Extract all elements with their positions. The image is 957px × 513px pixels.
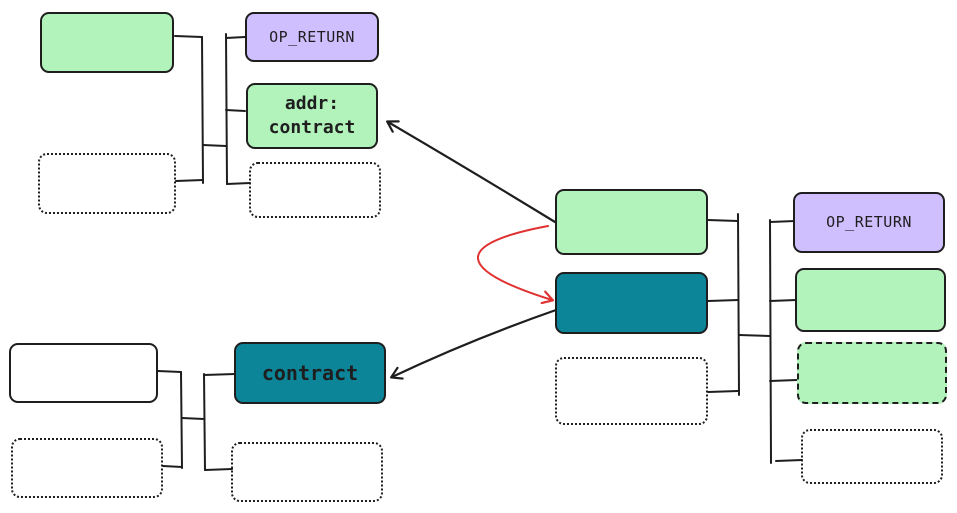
- tx-right-input-link-3: [707, 390, 739, 393]
- tx-right-output-empty: [801, 429, 943, 484]
- tx-right-connectors: [707, 213, 803, 464]
- tx-right-output-link-2: [769, 299, 797, 302]
- tx-top-left-output-link-2: [225, 109, 246, 112]
- tx-top-left-output-addr-contract: addr: contract: [246, 83, 378, 149]
- tx-bottom-left-connectors: [157, 370, 236, 471]
- tx-bottom-left-input-1: [9, 343, 158, 403]
- tx-top-left-output-link-3: [226, 182, 251, 185]
- tx-right-output-3: [797, 342, 947, 404]
- tx-top-left-output-empty: [249, 162, 381, 218]
- tx-right-input-2: [555, 272, 708, 334]
- tx-top-left-output-link-1: [225, 36, 246, 39]
- tx-bottom-left-output-link-2: [204, 468, 233, 471]
- tx-right-bridge: [738, 334, 771, 337]
- tx-bottom-left-input-link-2: [162, 465, 183, 468]
- tx-top-left-output-op-return: OP_RETURN: [245, 12, 379, 62]
- contract-label: contract: [261, 360, 359, 385]
- tx-right-output-2: [795, 268, 946, 332]
- op-return-label: OP_RETURN: [269, 27, 355, 46]
- tx-bottom-left-output-contract: contract: [234, 342, 386, 404]
- tx-bottom-left-input-link-1: [157, 370, 182, 373]
- tx-right-trunk-left: [737, 213, 740, 396]
- tx-right-output-link-3: [769, 379, 798, 382]
- tx-top-left-connectors: [174, 33, 251, 185]
- tx-bottom-left-bridge: [181, 417, 205, 420]
- tx-right-input-link-2: [707, 299, 739, 302]
- tx-right-input-1: [555, 189, 708, 255]
- tx-right-output-link-4: [775, 459, 803, 462]
- arrow-red-link: [477, 225, 552, 300]
- tx-top-left-input-link-2: [175, 179, 204, 182]
- tx-bottom-left-output-link-1: [203, 373, 236, 376]
- tx-bottom-left-input-2: [11, 438, 163, 498]
- tx-top-left-input-link-1: [174, 35, 203, 38]
- tx-bottom-left-trunk-left: [180, 371, 183, 469]
- tx-right-output-link-1: [769, 220, 796, 223]
- arrow-spends-addr-contract: [388, 122, 557, 224]
- tx-right-input-link-1: [707, 219, 739, 222]
- tx-right-output-op-return: OP_RETURN: [793, 192, 945, 253]
- op-return-label: OP_RETURN: [826, 213, 912, 232]
- tx-top-left-trunk-left: [201, 36, 204, 184]
- tx-top-left-bridge: [202, 144, 227, 147]
- arrow-spends-contract: [392, 308, 558, 377]
- tx-top-left-input-2: [38, 153, 176, 214]
- tx-bottom-left-output-empty: [231, 442, 383, 502]
- tx-top-left-trunk-right: [225, 33, 228, 185]
- tx-top-left-input-1: [40, 12, 174, 73]
- tx-right-input-3: [555, 357, 708, 425]
- tx-right-trunk-right: [769, 219, 772, 464]
- addr-contract-label: addr: contract: [268, 92, 356, 138]
- tx-bottom-left-trunk-right: [203, 373, 206, 471]
